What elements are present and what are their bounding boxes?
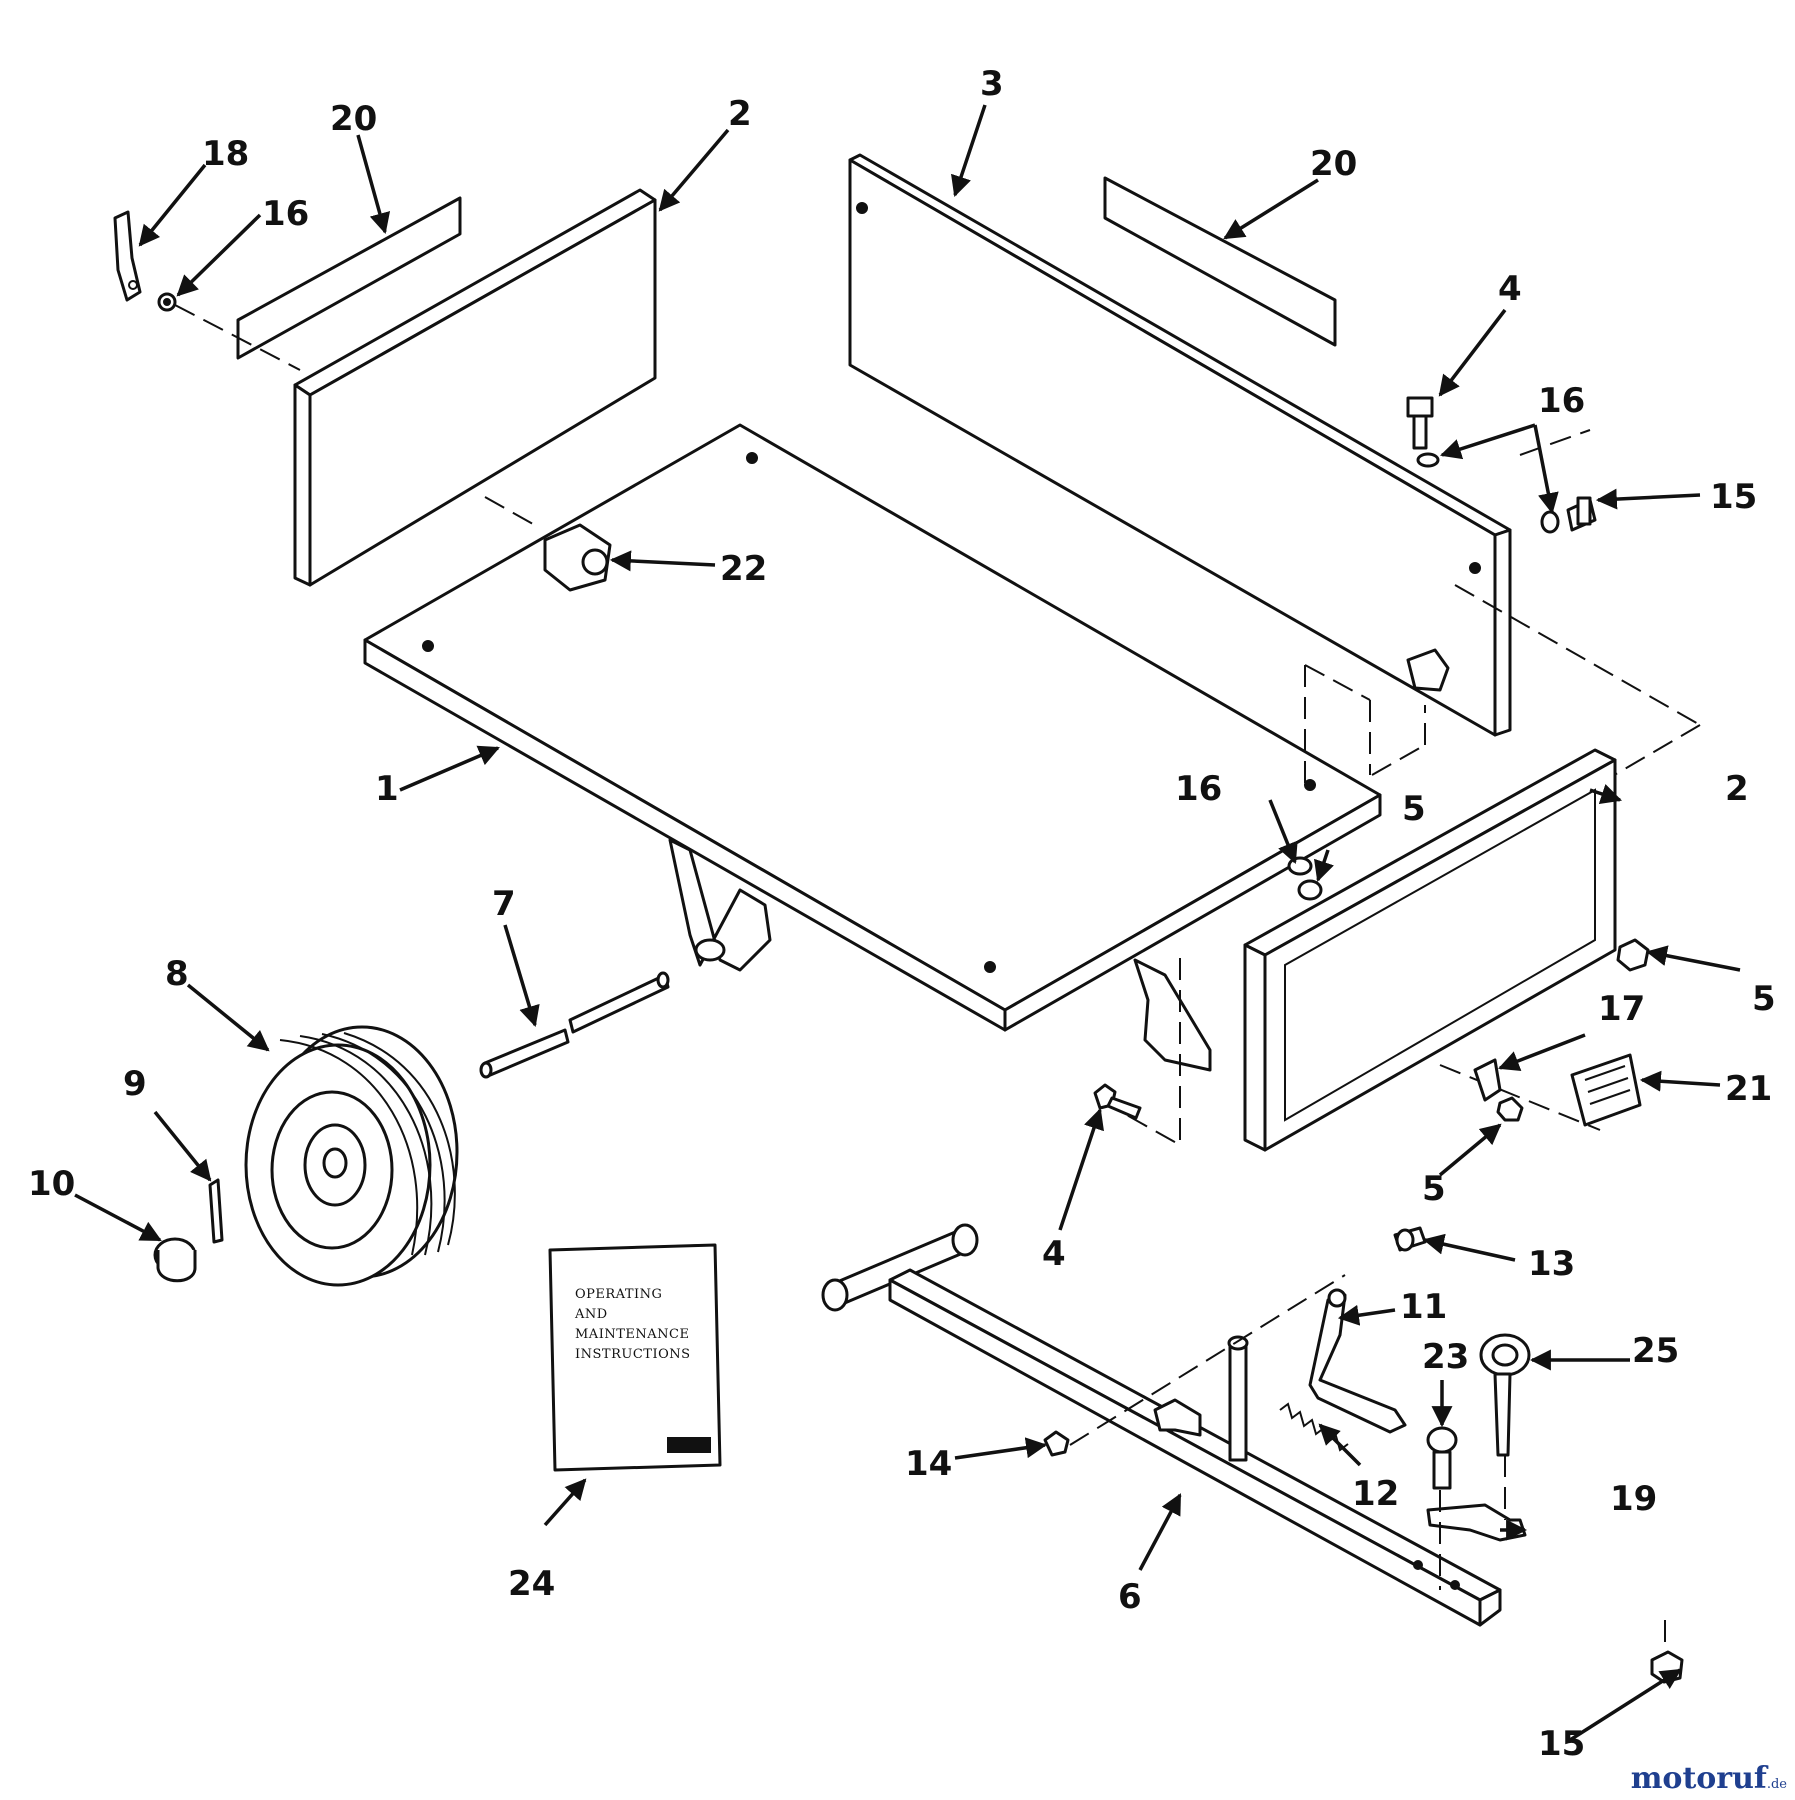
- washer-top: [1416, 452, 1440, 468]
- latch-rod: [1227, 1335, 1249, 1462]
- booklet-line-1: OPERATING: [575, 1287, 662, 1302]
- cotter-pin: [208, 1178, 224, 1244]
- axle-pins: [479, 971, 670, 1079]
- latch-bracket: [113, 210, 142, 302]
- booklet-line-4: INSTRUCTIONS: [575, 1347, 691, 1362]
- callout-17: 17: [1598, 989, 1645, 1029]
- watermark-suffix: .de: [1766, 1777, 1787, 1792]
- callout-labels: 1 2 2 3 4 4 5 5 5 6 7 8 9 10 11 12 13 14…: [28, 64, 1776, 1764]
- hub-cap: [153, 1237, 197, 1283]
- watermark-name: motoruf: [1630, 1761, 1767, 1796]
- callout-15-bottom: 15: [1538, 1724, 1585, 1764]
- callout-4-bottom: 4: [1042, 1234, 1066, 1274]
- left-washer: [157, 292, 177, 312]
- booklet-line-3: MAINTENANCE: [575, 1327, 689, 1342]
- callout-6: 6: [1118, 1577, 1142, 1617]
- hitch-pin: [1479, 1333, 1531, 1457]
- callout-5-right: 5: [1752, 979, 1776, 1019]
- bolt-bottom-left: [1093, 1083, 1142, 1120]
- callout-2-left-panel: 2: [728, 94, 752, 134]
- hitch-bracket: [1426, 1503, 1527, 1542]
- callout-3: 3: [980, 64, 1004, 104]
- nut-center-washer: [1287, 856, 1323, 901]
- callout-20-right: 20: [1310, 144, 1357, 184]
- callout-8: 8: [165, 954, 189, 994]
- callout-5-center: 5: [1402, 789, 1426, 829]
- callout-19: 19: [1610, 1479, 1657, 1519]
- screw-top: [1393, 1226, 1427, 1252]
- callout-24: 24: [508, 1564, 555, 1604]
- bolt-top: [1406, 396, 1434, 450]
- washer-right: [1540, 510, 1560, 534]
- callout-1: 1: [375, 769, 399, 809]
- front-panel: [848, 153, 1512, 737]
- callout-9: 9: [123, 1064, 147, 1104]
- callout-16-center: 16: [1175, 769, 1222, 809]
- wheel-tire: [244, 1025, 459, 1287]
- callout-22: 22: [720, 549, 767, 589]
- knob-bolt: [1426, 1426, 1458, 1490]
- callout-16-top: 16: [1538, 381, 1585, 421]
- callout-18: 18: [202, 134, 249, 174]
- callout-15-top: 15: [1710, 477, 1757, 517]
- callout-25: 25: [1632, 1331, 1679, 1371]
- callout-11: 11: [1400, 1287, 1447, 1327]
- bolt-right: [1566, 496, 1597, 532]
- instruction-booklet: OPERATING AND MAINTENANCE INSTRUCTIONS: [548, 1243, 722, 1472]
- right-decal-strip: [1103, 176, 1337, 347]
- callout-leaders: [74, 104, 1741, 1742]
- clip-bracket: [1473, 1058, 1502, 1102]
- callout-13: 13: [1528, 1244, 1575, 1284]
- nut-lower: [1496, 1096, 1524, 1122]
- callout-21: 21: [1725, 1069, 1772, 1109]
- callout-4-top: 4: [1498, 269, 1522, 309]
- callout-10: 10: [28, 1164, 75, 1204]
- hinge-bracket: [543, 523, 612, 592]
- info-label: [1570, 1053, 1642, 1127]
- callout-12: 12: [1352, 1474, 1399, 1514]
- left-decal-strip: [236, 196, 462, 360]
- callout-5-lower: 5: [1422, 1169, 1446, 1209]
- rear-frame-panel: [1243, 748, 1617, 1152]
- booklet-line-2: AND: [574, 1307, 608, 1322]
- watermark: motoruf.de: [1631, 1761, 1787, 1796]
- callout-2-rear-panel: 2: [1725, 769, 1749, 809]
- callout-20-left: 20: [330, 99, 377, 139]
- callout-14: 14: [905, 1444, 952, 1484]
- callout-16-left: 16: [262, 194, 309, 234]
- tow-tongue: [821, 1223, 1502, 1627]
- callout-7: 7: [492, 884, 516, 924]
- left-side-panel: [293, 188, 657, 587]
- nut-left: [1043, 1430, 1070, 1457]
- nut-right: [1616, 938, 1650, 972]
- callout-23: 23: [1422, 1337, 1469, 1377]
